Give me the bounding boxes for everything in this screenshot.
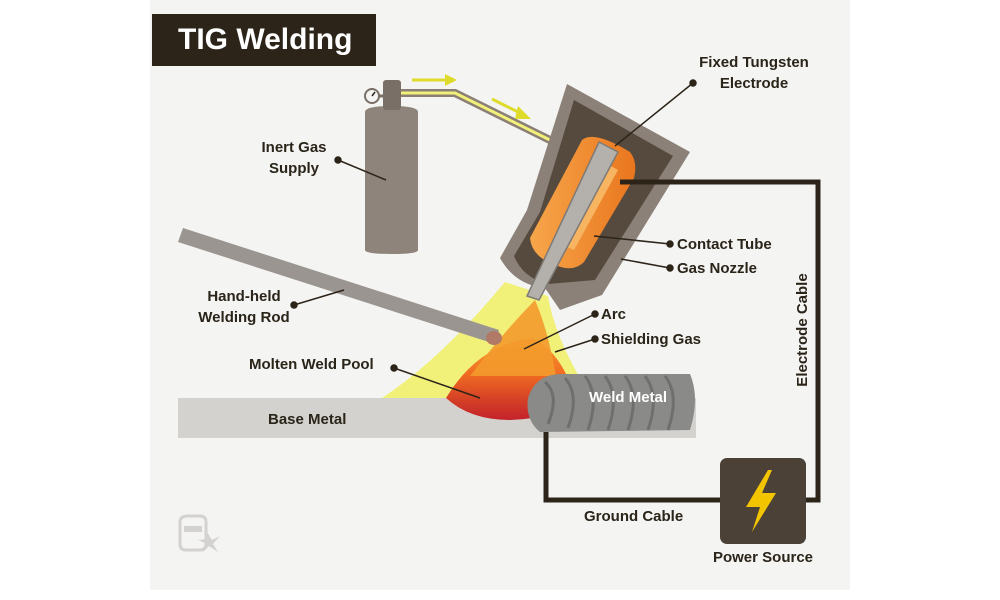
welding-helmet-icon: [178, 514, 220, 552]
hand-held-welding-rod: [178, 228, 499, 344]
label-gas-nozzle: Gas Nozzle: [677, 260, 757, 277]
label-molten-weld-pool: Molten Weld Pool: [249, 356, 374, 373]
inert-gas-cylinder: [364, 80, 418, 254]
label-inert-gas-2: Supply: [269, 160, 320, 177]
electrode-cable: [620, 179, 821, 503]
label-fixed-tungsten-1: Fixed Tungsten: [699, 54, 809, 71]
diagram-title: TIG Welding: [178, 23, 353, 56]
label-rod-2: Welding Rod: [198, 309, 289, 326]
label-weld-metal: Weld Metal: [589, 389, 667, 406]
label-electrode-cable: Electrode Cable: [794, 273, 811, 386]
rod-melt-tip: [486, 331, 502, 345]
lightning-bolt-icon: [746, 470, 776, 532]
label-leaders: [290, 79, 697, 399]
tungsten-electrode: [525, 140, 620, 301]
arc-glow: [470, 300, 556, 376]
label-fixed-tungsten-2: Electrode: [720, 75, 788, 92]
label-base-metal: Base Metal: [268, 411, 346, 428]
label-shielding-gas: Shielding Gas: [601, 331, 701, 348]
power-source: [720, 458, 806, 544]
label-arc: Arc: [601, 306, 626, 323]
label-ground-cable: Ground Cable: [584, 508, 683, 525]
label-inert-gas-1: Inert Gas: [261, 139, 326, 156]
welding-torch: [500, 84, 690, 310]
gas-hose-flow: [392, 91, 557, 145]
label-contact-tube: Contact Tube: [677, 236, 772, 253]
label-power-source: Power Source: [713, 549, 813, 566]
weld-metal-bead: [527, 374, 695, 432]
title-banner: TIG Welding: [152, 14, 376, 66]
ground-cable: [543, 432, 722, 503]
label-rod-1: Hand-held: [207, 288, 280, 305]
